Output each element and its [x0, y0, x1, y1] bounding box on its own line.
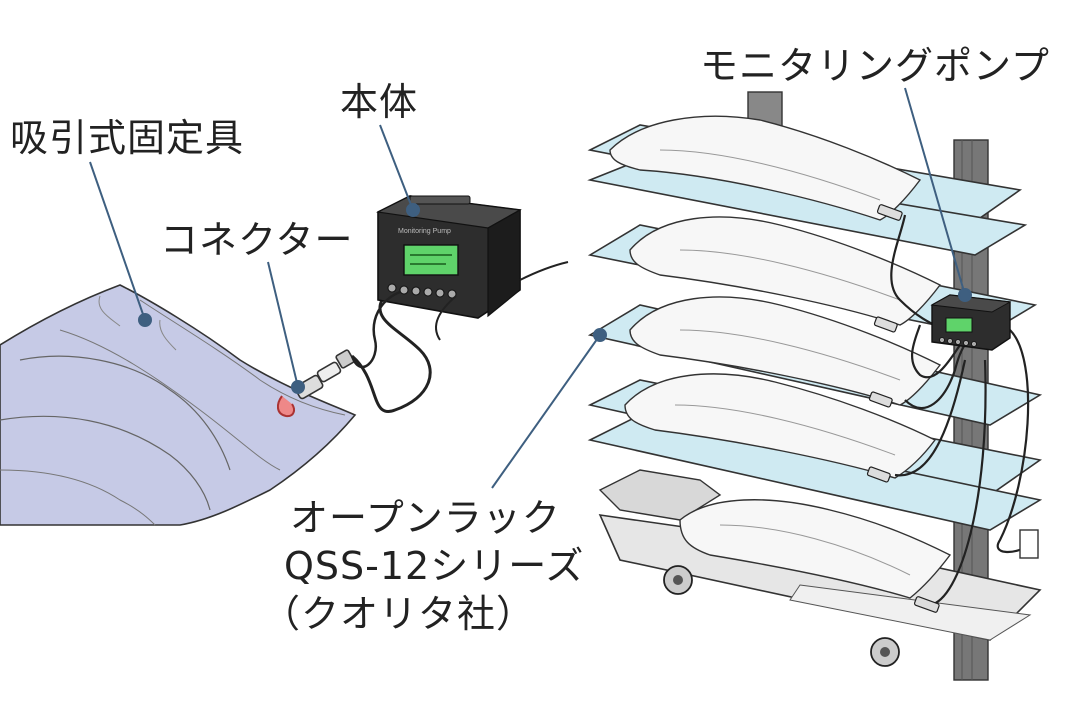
power-cable [519, 261, 569, 281]
label-rack-line2: QSS-12シリーズ [284, 544, 585, 588]
connector [294, 349, 355, 400]
leader-lines [89, 87, 972, 489]
label-main-unit: 本体 [340, 80, 419, 124]
main-unit-device [376, 195, 522, 319]
label-vacuum-fixture: 吸引式固定具 [10, 116, 245, 160]
label-monitoring-pump: モニタリングポンプ [700, 44, 1050, 88]
monitoring-pump-device [930, 294, 1012, 351]
vacuum-fixture-cushion [0, 284, 357, 526]
main-unit-brand-text: Monitoring Pump [398, 228, 451, 235]
label-rack-line3: （クオリタ社） [262, 592, 536, 636]
label-connector: コネクター [160, 218, 354, 262]
hose-unit-output [350, 290, 401, 369]
hose-fixture-to-unit [351, 299, 432, 414]
label-rack-line1: オープンラック [290, 496, 561, 540]
open-rack [587, 91, 1043, 681]
hose-unit-aux [435, 295, 457, 341]
